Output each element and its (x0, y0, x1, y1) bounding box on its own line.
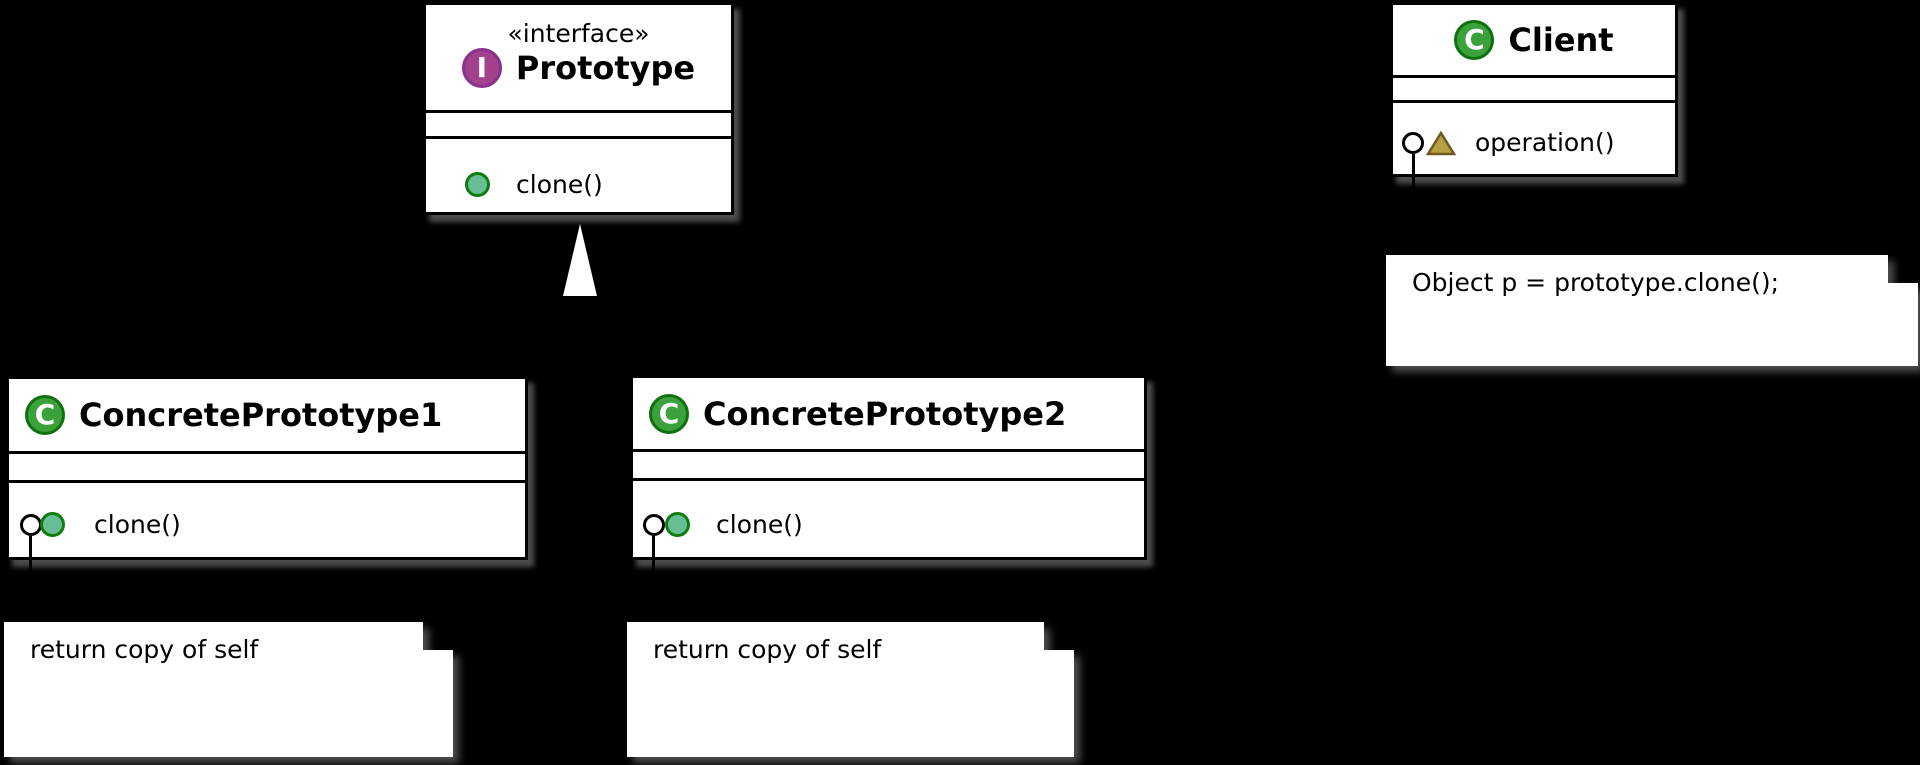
method-label: clone() (516, 170, 603, 199)
class-name: ConcretePrototype1 (79, 396, 443, 434)
interface-spot-icon: I (461, 48, 502, 88)
note-body: return copy of self (627, 622, 1074, 757)
methods-compartment: clone() (633, 481, 1144, 557)
note-text: return copy of self (653, 635, 882, 664)
method-row-clone: clone() (9, 503, 525, 547)
note-text: return copy of self (30, 635, 259, 664)
class-box-prototype: «interface» I Prototype clone() (423, 2, 734, 215)
fields-compartment (1393, 75, 1675, 103)
class-name: Prototype (515, 49, 696, 87)
method-row-operation: operation() (1393, 121, 1675, 165)
method-row-clone: clone() (426, 163, 731, 207)
note-anchor-icon (643, 514, 665, 536)
note-connector-line (1412, 154, 1415, 255)
note-body: Object p = prototype.clone(); (1386, 255, 1918, 366)
title-row: I Prototype (461, 48, 696, 88)
class-box-concreteprototype2: C ConcretePrototype2 clone() (630, 375, 1147, 560)
class-spot-icon: C (1454, 20, 1495, 60)
methods-compartment: clone() (426, 139, 731, 212)
methods-compartment: clone() (9, 483, 525, 557)
title-compartment: C ConcretePrototype2 (633, 378, 1144, 449)
note-anchor-icon (1402, 132, 1424, 154)
method-label: clone() (94, 510, 181, 539)
title-compartment: «interface» I Prototype (426, 5, 731, 110)
package-visibility-icon (1426, 131, 1456, 156)
method-row-clone: clone() (633, 503, 1144, 547)
note-concreteprototype1-clone: return copy of self (4, 622, 453, 757)
note-connector-line (652, 536, 655, 622)
generalization-arrowhead-icon (563, 224, 597, 296)
title-row: C Client (1393, 5, 1675, 75)
title-compartment: C ConcretePrototype1 (9, 379, 525, 451)
note-text: Object p = prototype.clone(); (1412, 268, 1780, 297)
public-visibility-icon (465, 172, 490, 197)
note-client-operation: Object p = prototype.clone(); (1386, 255, 1918, 366)
method-label: operation() (1475, 128, 1615, 157)
package-triangle-icon (1426, 131, 1456, 156)
stereotype-label: «interface» (507, 19, 650, 48)
title-compartment: C Client (1393, 5, 1675, 75)
method-label: clone() (716, 510, 803, 539)
fields-compartment (426, 110, 731, 139)
fields-compartment (633, 449, 1144, 481)
class-spot-icon: C (25, 395, 65, 435)
note-concreteprototype2-clone: return copy of self (627, 622, 1074, 757)
class-name: Client (1508, 21, 1614, 59)
note-connector-line (29, 536, 32, 622)
fields-compartment (9, 451, 525, 483)
class-spot-icon: C (649, 393, 689, 434)
note-anchor-icon (20, 514, 42, 536)
class-box-concreteprototype1: C ConcretePrototype1 clone() (6, 376, 528, 560)
public-visibility-icon (40, 512, 65, 537)
title-row: C ConcretePrototype1 (9, 379, 525, 451)
class-box-client: C Client operation() (1390, 2, 1678, 177)
title-row: C ConcretePrototype2 (633, 378, 1144, 449)
public-visibility-icon (665, 512, 690, 537)
methods-compartment: operation() (1393, 103, 1675, 174)
class-name: ConcretePrototype2 (703, 394, 1067, 433)
note-body: return copy of self (4, 622, 453, 757)
